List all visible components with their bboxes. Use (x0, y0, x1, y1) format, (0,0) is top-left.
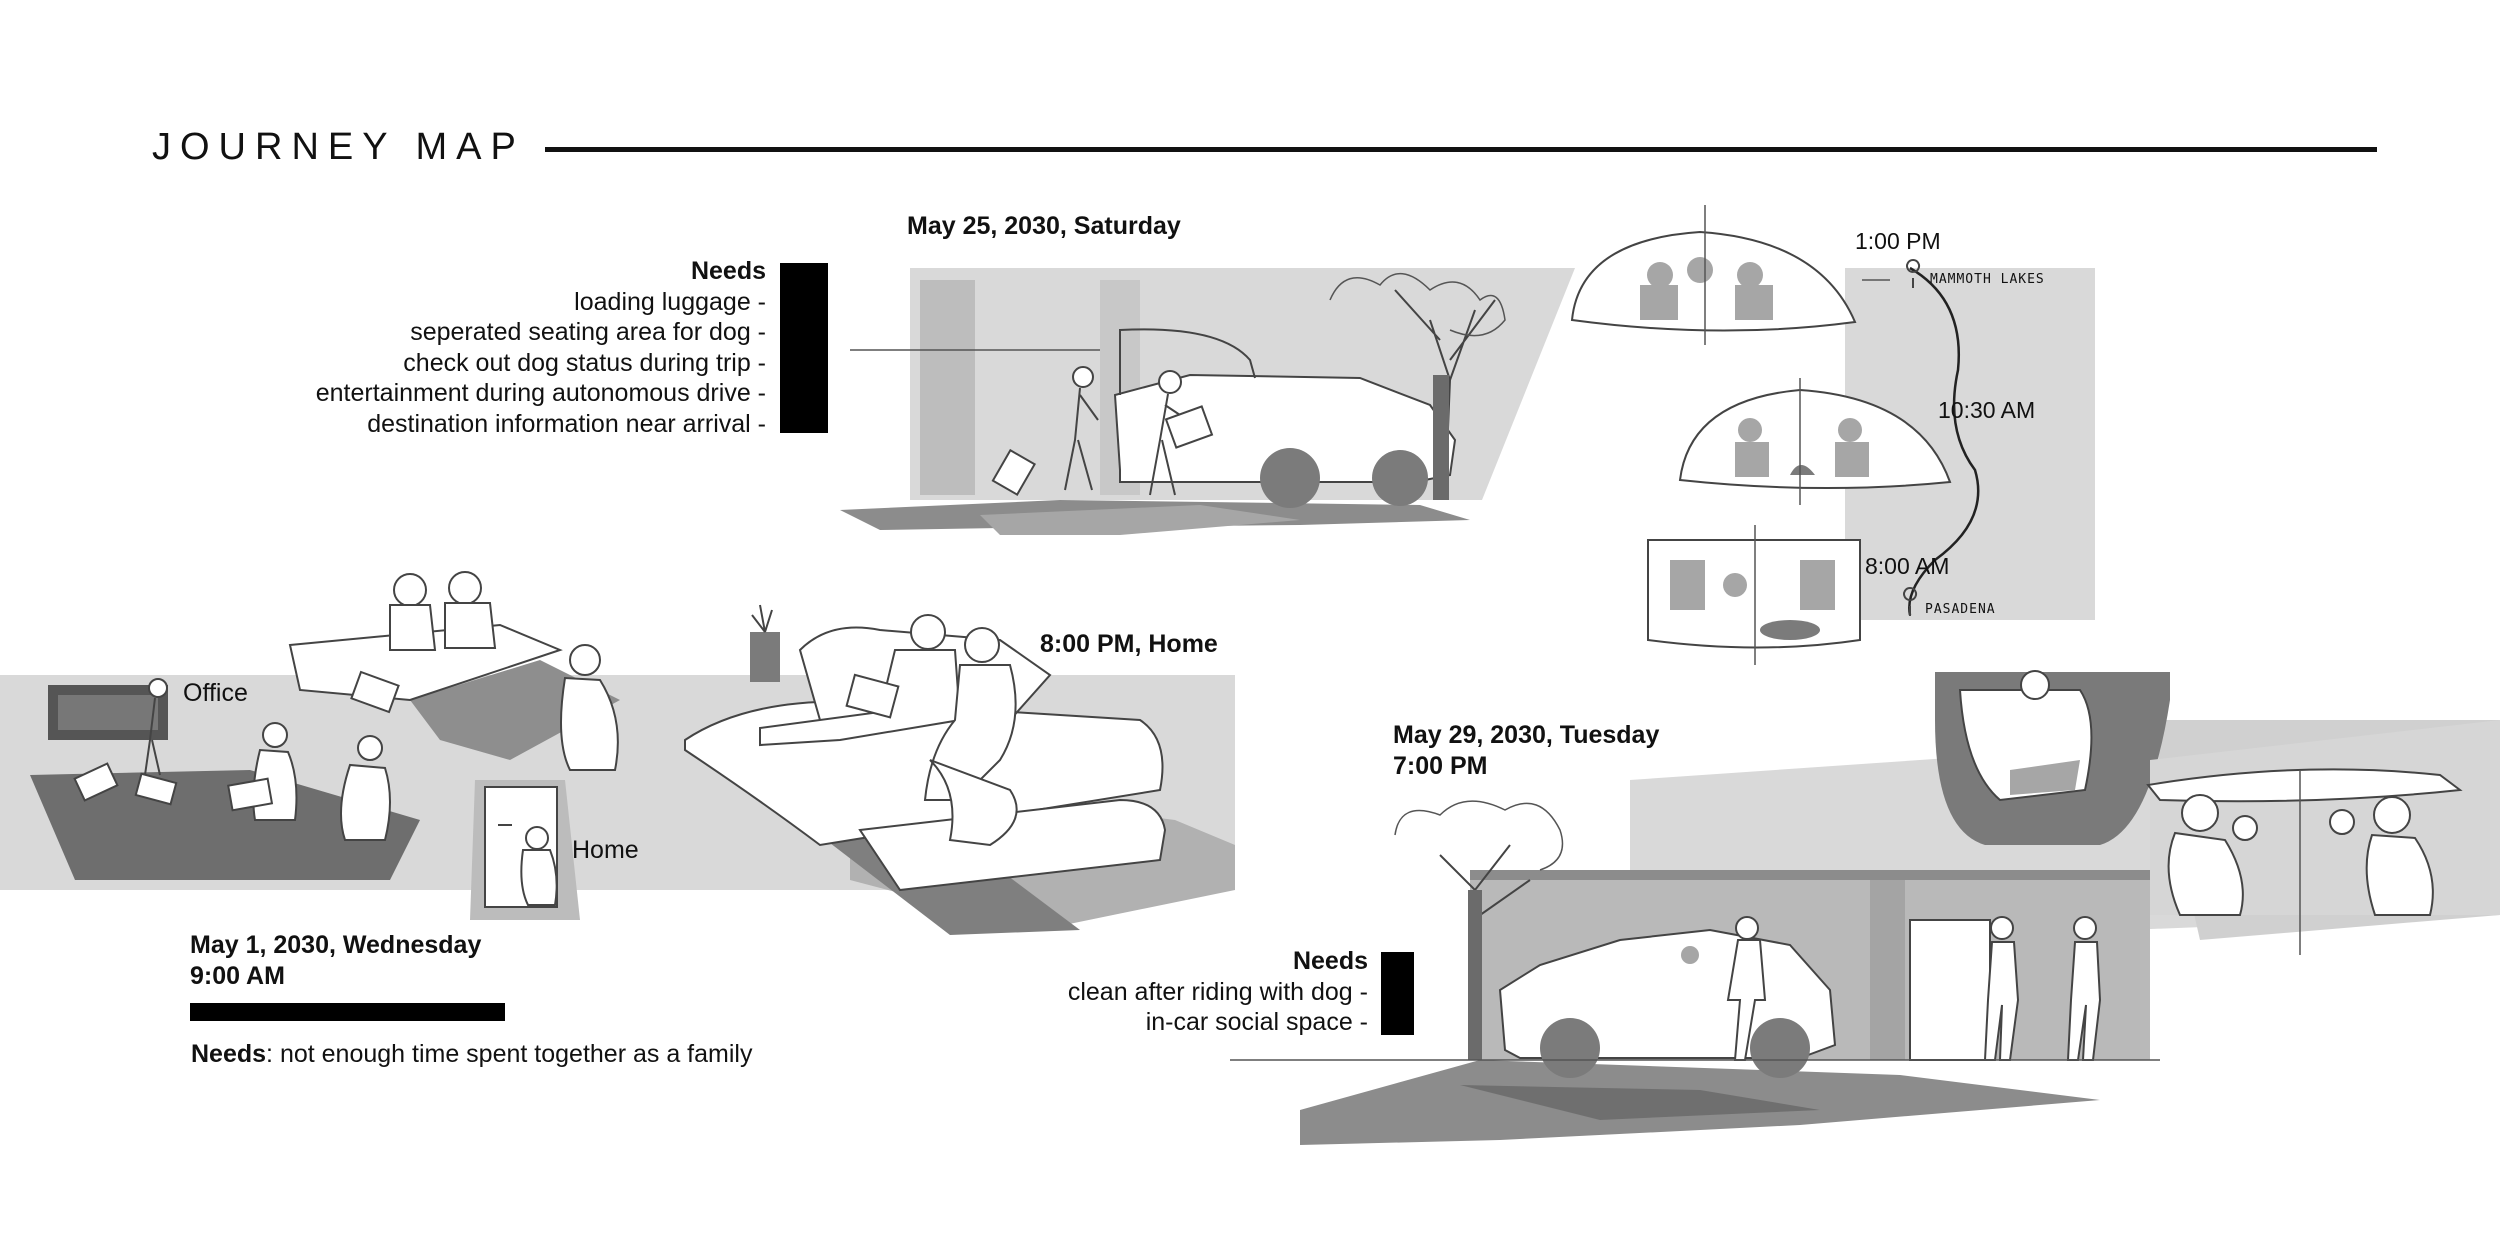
may29-needs-heading: Needs (1292, 947, 1368, 975)
title-rule (545, 147, 2377, 152)
may25-need-item: loading luggage - (574, 287, 766, 316)
may25-needs-heading: Needs (690, 257, 766, 285)
may29-date-block: May 29, 2030, Tuesday 7:00 PM (1393, 720, 1659, 782)
needs-accent-bar-may1 (190, 1003, 505, 1021)
may29-need-item: clean after riding with dog - (1067, 977, 1368, 1006)
may29-time: 7:00 PM (1393, 752, 1488, 780)
needs-accent-bar-may29 (1381, 952, 1414, 1035)
label-home: Home (572, 836, 639, 864)
may25-need-item: entertainment during autonomous drive - (315, 379, 766, 407)
timeline-time-2: 10:30 AM (1938, 397, 2036, 423)
may25-needs-list: Needs loading luggage - seperated seatin… (160, 256, 766, 439)
trip-timeline-sketch (1570, 205, 2095, 665)
label-evening-home: 8:00 PM, Home (1040, 630, 1218, 658)
may25-need-item: seperated seating area for dog - (410, 318, 766, 346)
map-start-place: PASADENA (1925, 602, 1996, 617)
timeline-time-3: 8:00 AM (1865, 553, 1950, 579)
may1-date-block: May 1, 2030, Wednesday 9:00 AM (190, 930, 481, 992)
may1-evening-sofa-sketch (684, 604, 1235, 935)
needs-accent-bar-may25 (780, 263, 828, 433)
may25-need-item: check out dog status during trip - (403, 348, 766, 377)
may1-needs: Needs: not enough time spent together as… (191, 1040, 752, 1069)
may25-loading-sketch (840, 268, 1575, 535)
may29-need-item: in-car social space - (1145, 1008, 1368, 1036)
may29-date: May 29, 2030, Tuesday (1393, 721, 1660, 749)
label-office: Office (183, 679, 248, 707)
may1-needs-label: Needs (191, 1040, 267, 1068)
may29-interior-sketch (1935, 670, 2500, 955)
page-title: JOURNEY MAP (152, 126, 525, 168)
may29-needs-list: Needs clean after riding with dog - in-c… (900, 946, 1368, 1038)
may25-need-item: destination information near arrival - (367, 409, 766, 438)
timeline-time-1: 1:00 PM (1855, 228, 1941, 254)
map-end-place: MAMMOTH LAKES (1930, 272, 2045, 287)
may1-date: May 1, 2030, Wednesday (190, 931, 482, 959)
may1-needs-text: : not enough time spent together as a fa… (266, 1040, 753, 1068)
may1-home-door-sketch (470, 780, 580, 920)
may1-time: 9:00 AM (190, 962, 285, 990)
may25-date: May 25, 2030, Saturday (907, 212, 1181, 240)
